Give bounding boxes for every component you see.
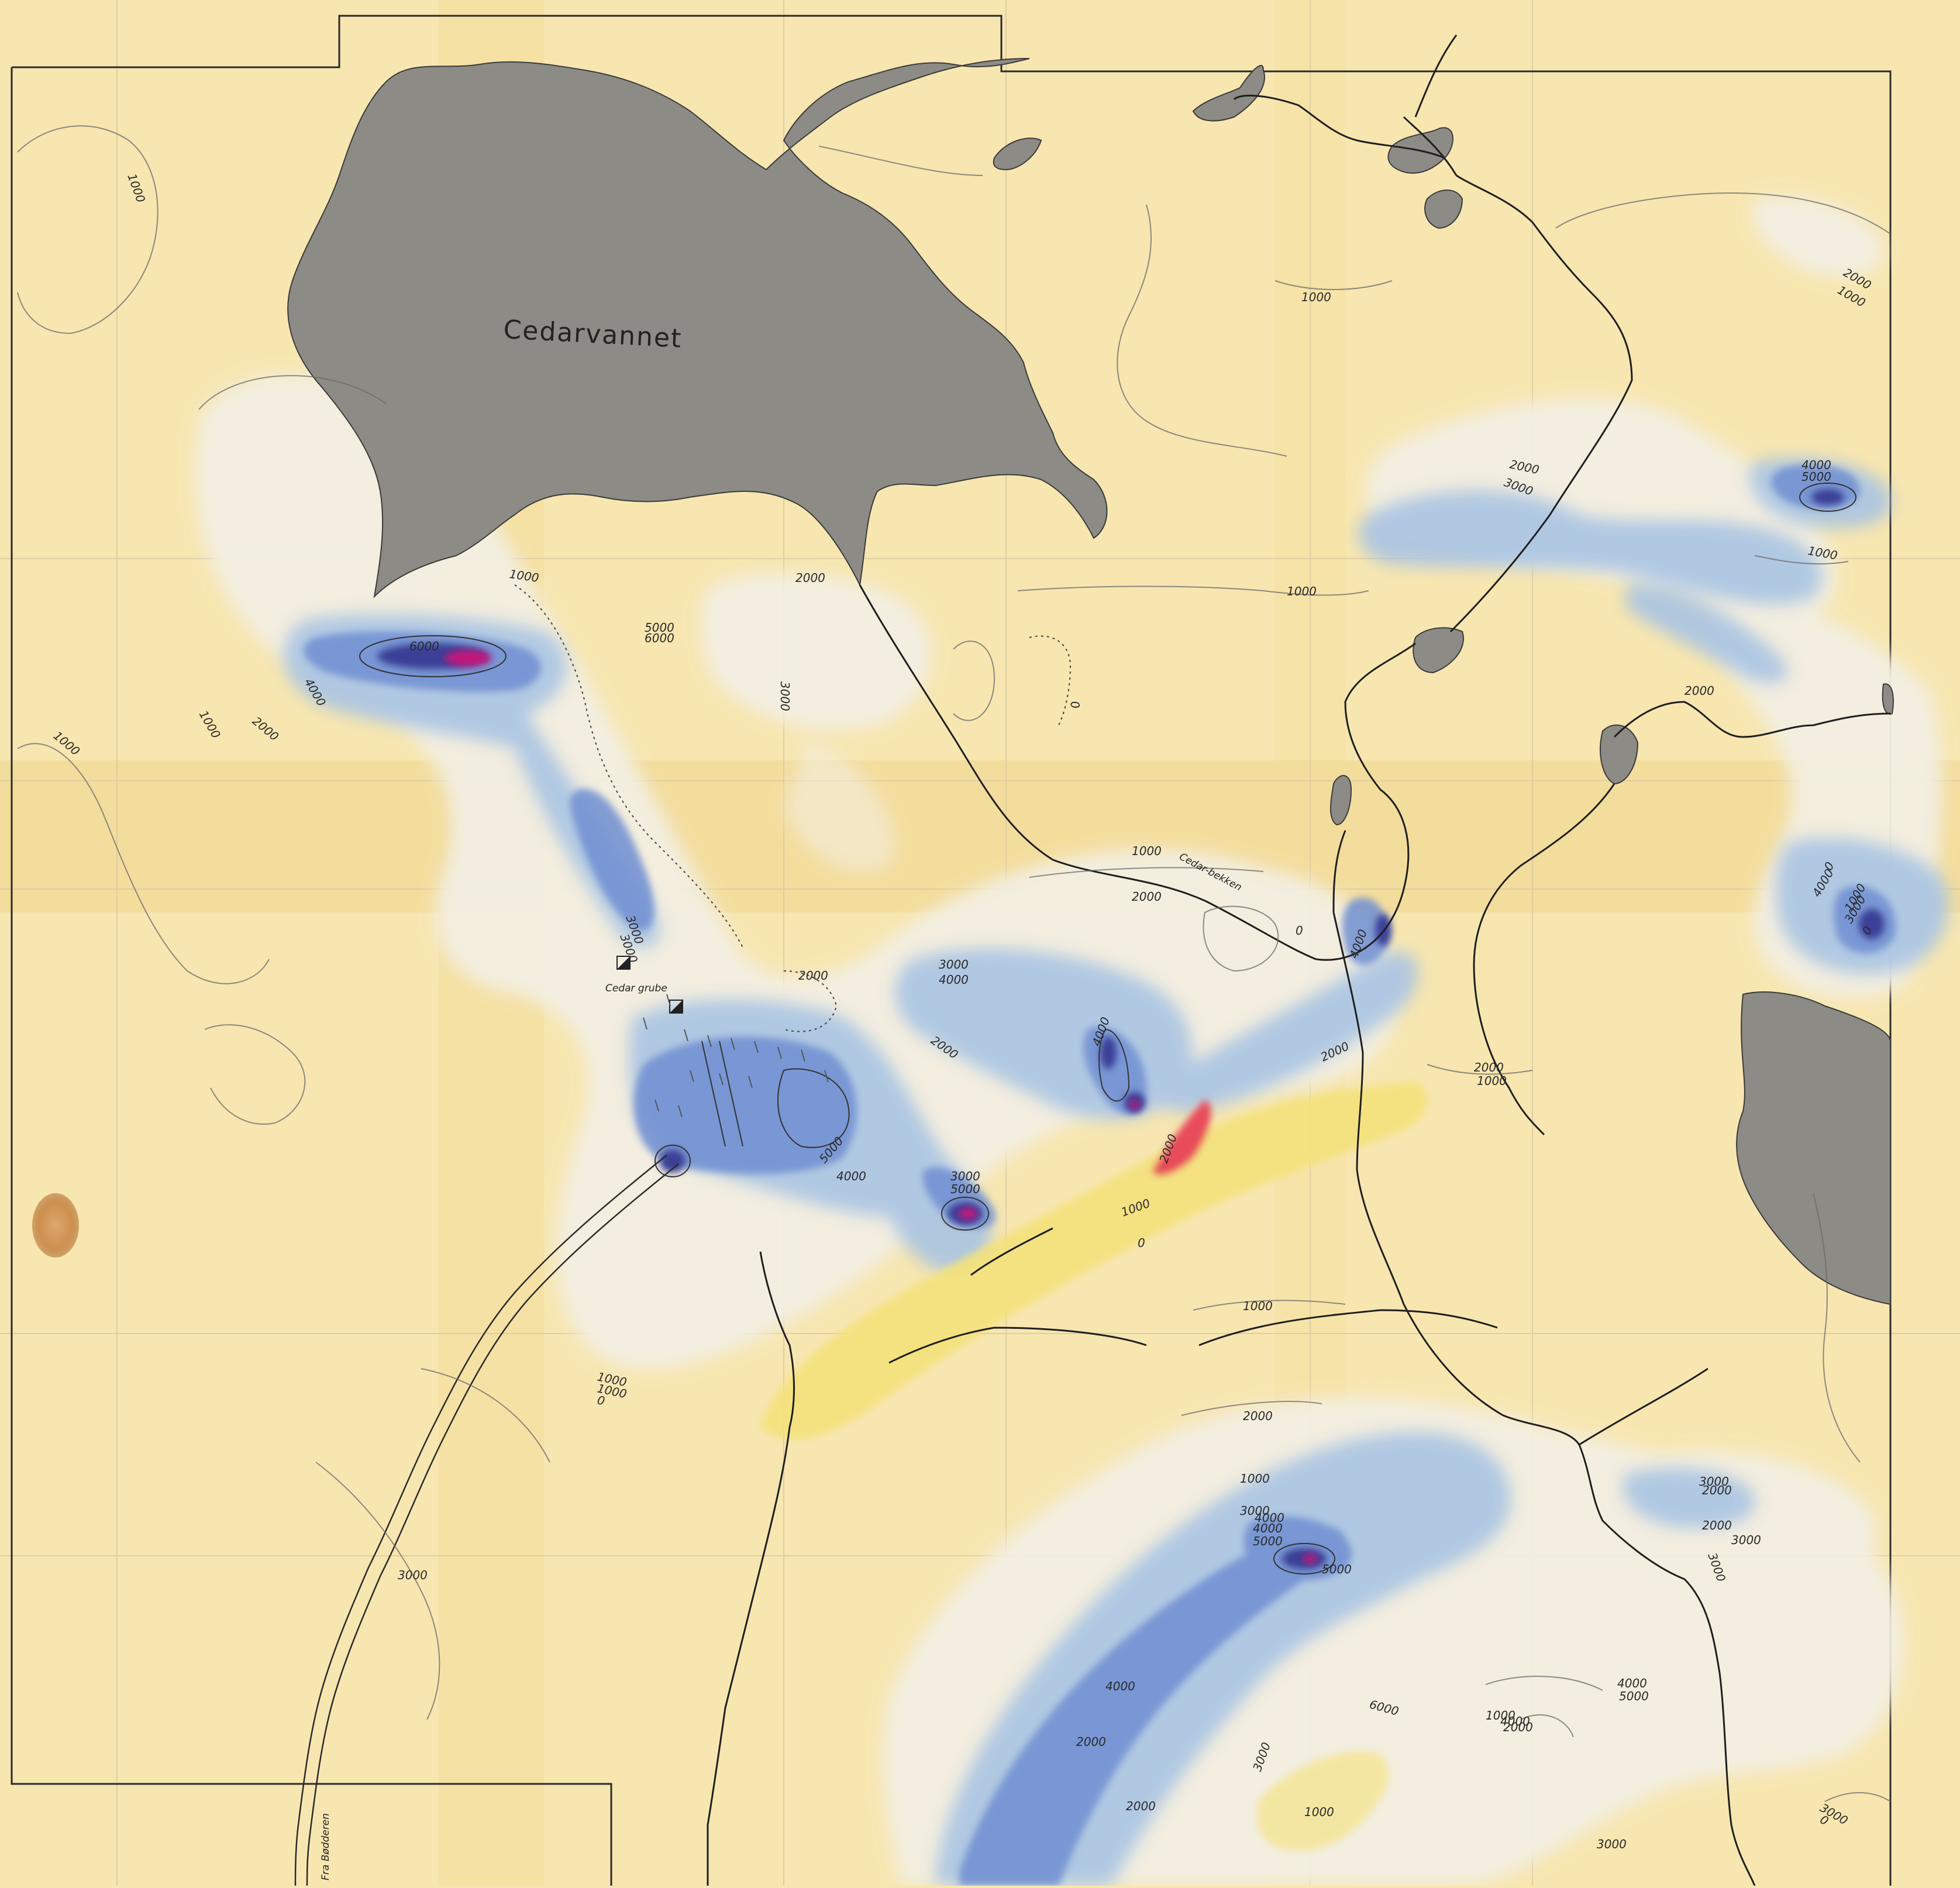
contour-label: 3000 (939, 957, 969, 971)
contour-label: 0 (1296, 924, 1303, 938)
lake-east (1736, 991, 1891, 1305)
contour-label: 3000 (778, 681, 792, 711)
pond-5 (1413, 627, 1464, 674)
contour-label: 2000 (1126, 1799, 1156, 1813)
mine-symbol-2 (669, 1000, 683, 1014)
contour-label: 4000 (1105, 1679, 1135, 1693)
pond-6 (1600, 724, 1639, 785)
streams (707, 35, 1891, 1886)
contour-label: 2000 (1702, 1518, 1732, 1532)
contour-label: 1000 (1477, 1074, 1507, 1088)
bold-contours (359, 483, 1856, 1575)
contour-label: 4000 (1801, 458, 1831, 472)
contour-label: 3000 (1699, 1474, 1729, 1489)
road-note-label: Fra Bødderen (320, 1813, 332, 1880)
contour-label: 1000 (1301, 290, 1331, 304)
contour-label: 2000 (795, 571, 825, 585)
contour-label: 4000 (1253, 1521, 1283, 1535)
paper-stain (32, 1193, 79, 1257)
contour-label: 4000 (1500, 1714, 1530, 1728)
contour-label: 4000 (1617, 1676, 1647, 1690)
anomaly-zones (194, 195, 1949, 1886)
lakes (287, 58, 1894, 1305)
contour-label: 3000 (1240, 1504, 1270, 1518)
contour-label: 2000 (1076, 1735, 1106, 1749)
pond-2 (993, 137, 1042, 171)
dotted-contours (514, 584, 1072, 1032)
mine-area (616, 956, 829, 1147)
contour-lines (17, 125, 1891, 1802)
contour-label: 1000 (1304, 1805, 1334, 1819)
mine-symbol-1 (616, 956, 631, 970)
contour-label: 2000 (1474, 1060, 1504, 1074)
pond-4 (1424, 190, 1463, 229)
contour-label: 2000 (1702, 1483, 1732, 1497)
contour-label: 3000 (398, 1568, 428, 1582)
contour-label: 2000 (1503, 1720, 1533, 1734)
mine-label: Cedar grube (605, 983, 667, 994)
contour-label: 2000 (798, 969, 828, 983)
contour-label: 2000 (1685, 684, 1714, 698)
contour-label: 5000 (645, 621, 674, 635)
contour-label: 1000 (1486, 1708, 1515, 1722)
contour-label: 0 (1067, 700, 1083, 710)
contour-label: 6000 (645, 631, 674, 645)
contour-label: 2000 (1243, 1409, 1273, 1423)
survey-boundary (11, 15, 1892, 1886)
pond-7 (1330, 775, 1352, 826)
hatch-marks (643, 994, 829, 1118)
contour-label: 4000 (836, 1169, 866, 1183)
contour-label: 5000 (1322, 1562, 1352, 1576)
contour-label: 3000 (1731, 1533, 1761, 1547)
contour-label: 0 (596, 1393, 606, 1408)
stream-cedar-bekken (859, 584, 1416, 961)
pond-8 (1882, 683, 1894, 715)
contour-label: 1000 (1243, 1299, 1273, 1313)
road (294, 1155, 679, 1886)
pond-1 (1192, 65, 1265, 122)
contour-label: 4000 (939, 973, 969, 987)
contour-label: 3000 (1597, 1837, 1627, 1851)
contour-label: 1000 (1287, 584, 1317, 598)
contour-label: 5000 (1801, 470, 1831, 484)
contour-label: 4000 (1255, 1511, 1284, 1525)
contour-label: 5000 (1619, 1689, 1649, 1703)
contour-label: 3000 (950, 1169, 980, 1183)
contour-label: 1000 (1132, 844, 1162, 858)
contour-label: 6000 (409, 639, 439, 653)
contour-label: 0 (1138, 1236, 1145, 1250)
lake-cedarvannet (287, 58, 1108, 598)
contour-label: 2000 (1132, 890, 1162, 904)
contour-label: 5000 (950, 1182, 980, 1196)
contour-label: 1000 (1240, 1472, 1270, 1486)
contour-label: 5000 (1253, 1534, 1283, 1548)
